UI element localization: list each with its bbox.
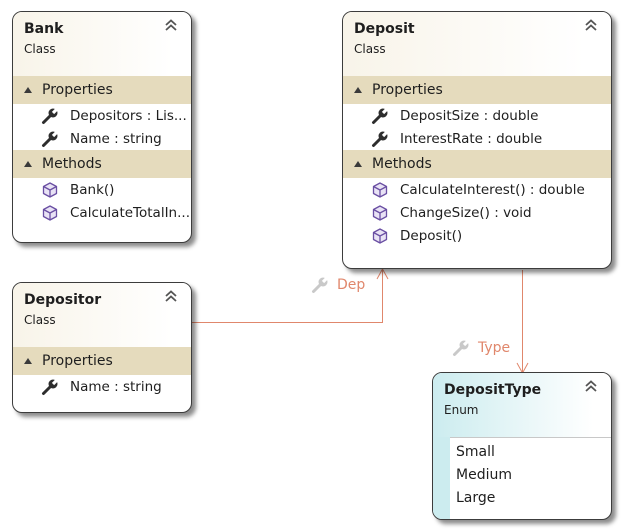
class-kind: Class <box>24 313 56 327</box>
property-text: Name : string <box>70 378 162 395</box>
wrench-icon <box>371 130 389 148</box>
method-text: ChangeSize() : void <box>400 204 532 221</box>
enum-values: Small Medium Large <box>433 437 611 519</box>
enum-stripe <box>433 437 450 519</box>
type-label-text: Type <box>478 340 511 356</box>
method-item[interactable]: CalculateTotalIn... <box>13 201 191 224</box>
properties-compartment-header[interactable]: Properties <box>13 76 191 104</box>
methods-compartment-header[interactable]: Methods <box>13 150 191 178</box>
enum-name: DepositType <box>444 382 542 398</box>
double-chevron-up-icon[interactable] <box>163 17 179 33</box>
wrench-icon <box>41 378 59 396</box>
cube-icon <box>41 181 59 199</box>
wrench-icon <box>41 130 59 148</box>
property-item[interactable]: InterestRate : double <box>343 127 611 150</box>
class-kind: Class <box>354 42 386 56</box>
type-association-label[interactable]: Type <box>452 339 510 357</box>
collapse-triangle-icon[interactable] <box>24 358 32 364</box>
cube-icon <box>371 227 389 245</box>
class-name: Bank <box>24 21 64 37</box>
method-text: CalculateInterest() : double <box>400 181 585 198</box>
class-bank[interactable]: Bank Class Properties Depositors : Lis..… <box>12 11 192 243</box>
cube-icon <box>371 181 389 199</box>
class-name: Deposit <box>354 21 415 37</box>
dep-arrowhead <box>376 267 389 280</box>
property-item[interactable]: DepositSize : double <box>343 104 611 127</box>
collapse-triangle-icon[interactable] <box>354 161 362 167</box>
wrench-icon <box>371 107 389 125</box>
cube-icon <box>371 204 389 222</box>
dep-association-line[interactable] <box>192 270 383 323</box>
method-text: Deposit() <box>400 227 463 244</box>
class-kind: Class <box>24 42 56 56</box>
compartment-label: Properties <box>372 82 443 98</box>
class-deposit[interactable]: Deposit Class Properties DepositSize : d… <box>342 11 612 269</box>
enum-deposit-type[interactable]: DepositType Enum Small Medium Large <box>432 372 612 520</box>
method-item[interactable]: Bank() <box>13 178 191 201</box>
enum-kind: Enum <box>444 403 479 417</box>
collapse-triangle-icon[interactable] <box>24 87 32 93</box>
dep-label-text: Dep <box>337 277 366 293</box>
collapse-triangle-icon[interactable] <box>24 161 32 167</box>
property-text: Depositors : Lis... <box>70 107 187 124</box>
method-text: Bank() <box>70 181 115 198</box>
class-depositor[interactable]: Depositor Class Properties Name : string <box>12 282 192 413</box>
compartment-label: Methods <box>42 156 102 172</box>
enum-header[interactable]: DepositType Enum <box>433 373 611 437</box>
wrench-icon <box>452 339 470 357</box>
property-text: InterestRate : double <box>400 130 543 147</box>
property-text: DepositSize : double <box>400 107 539 124</box>
methods-compartment-header[interactable]: Methods <box>343 150 611 178</box>
method-item[interactable]: Deposit() <box>343 224 611 247</box>
collapse-triangle-icon[interactable] <box>354 87 362 93</box>
enum-value[interactable]: Medium <box>456 467 512 483</box>
method-item[interactable]: ChangeSize() : void <box>343 201 611 224</box>
property-item[interactable]: Depositors : Lis... <box>13 104 191 127</box>
method-text: CalculateTotalIn... <box>70 204 190 221</box>
double-chevron-up-icon[interactable] <box>163 288 179 304</box>
cube-icon <box>41 204 59 222</box>
wrench-icon <box>311 276 329 294</box>
properties-compartment-header[interactable]: Properties <box>343 76 611 104</box>
method-item[interactable]: CalculateInterest() : double <box>343 178 611 201</box>
dep-association-label[interactable]: Dep <box>311 276 365 294</box>
properties-compartment-header[interactable]: Properties <box>13 347 191 375</box>
class-header[interactable]: Deposit Class <box>343 12 611 76</box>
wrench-icon <box>41 107 59 125</box>
double-chevron-up-icon[interactable] <box>583 17 599 33</box>
class-name: Depositor <box>24 292 102 308</box>
class-header[interactable]: Depositor Class <box>13 283 191 347</box>
compartment-label: Properties <box>42 82 113 98</box>
divider <box>450 437 611 438</box>
enum-value[interactable]: Large <box>456 490 496 506</box>
property-text: Name : string <box>70 130 162 147</box>
class-header[interactable]: Bank Class <box>13 12 191 76</box>
property-item[interactable]: Name : string <box>13 127 191 150</box>
double-chevron-up-icon[interactable] <box>583 378 599 394</box>
property-item[interactable]: Name : string <box>13 375 191 398</box>
compartment-label: Properties <box>42 353 113 369</box>
enum-value[interactable]: Small <box>456 444 495 460</box>
compartment-label: Methods <box>372 156 432 172</box>
